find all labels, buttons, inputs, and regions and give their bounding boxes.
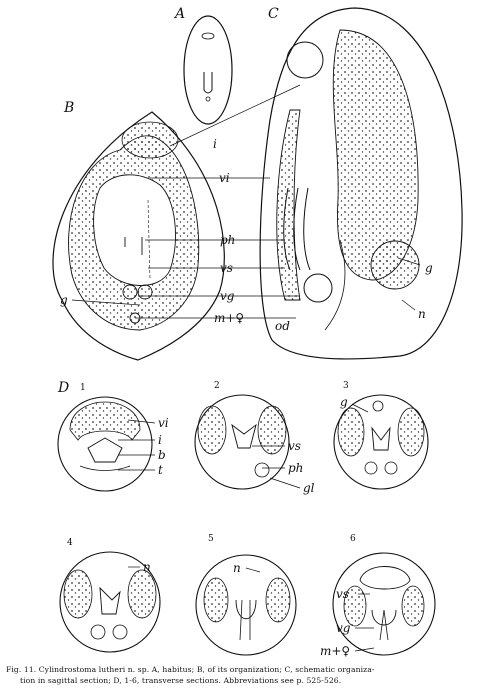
organization-drawing xyxy=(52,111,225,361)
label-sec1-t: t xyxy=(158,463,163,477)
sagittal-section-drawing xyxy=(259,7,463,360)
habitus-drawing xyxy=(183,15,233,125)
label-m-female: m+♀ xyxy=(214,311,244,325)
label-sec1-vi: vi xyxy=(158,416,169,430)
label-sec4-n: n xyxy=(143,560,151,574)
label-vg: vg xyxy=(220,289,235,303)
label-sec1-b: b xyxy=(158,448,166,462)
label-sec3-g: g xyxy=(340,395,348,409)
label-sec6-vg: vg xyxy=(336,621,351,635)
transverse-section-2 xyxy=(194,394,290,490)
label-vs: vs xyxy=(220,261,233,275)
label-sec2-vs: vs xyxy=(288,439,301,453)
label-sec6-vs: vs xyxy=(336,587,349,601)
section-number-1: 1 xyxy=(80,383,86,393)
transverse-section-1 xyxy=(57,396,153,492)
label-n: n xyxy=(418,307,426,321)
panel-label-d: D xyxy=(57,380,69,396)
transverse-section-4 xyxy=(59,551,161,653)
label-od: od xyxy=(275,319,290,333)
caption-line-2: tion in sagittal section; D, 1-6, transv… xyxy=(20,676,342,685)
label-g-b: g xyxy=(60,293,68,307)
section-number-3: 3 xyxy=(343,381,349,391)
caption-line-1: Fig. 11. Cylindrostoma lutheri n. sp. A,… xyxy=(6,665,375,674)
section-number-5: 5 xyxy=(208,534,214,544)
transverse-section-5 xyxy=(195,554,297,656)
label-sec2-gl: gl xyxy=(303,481,315,495)
label-ph: ph xyxy=(220,233,235,247)
section-number-4: 4 xyxy=(67,538,73,548)
label-sec1-i: i xyxy=(158,433,162,447)
lower-leader-lines xyxy=(118,403,375,652)
transverse-section-3 xyxy=(333,394,429,490)
panel-label-a: A xyxy=(173,6,185,22)
label-g-c: g xyxy=(425,261,433,275)
figure-caption: Fig. 11. Cylindrostoma lutheri n. sp. A,… xyxy=(6,664,484,686)
label-sec2-ph: ph xyxy=(288,461,303,475)
label-sec5-n: n xyxy=(233,561,241,575)
transverse-section-6 xyxy=(332,552,436,656)
label-i: i xyxy=(213,137,217,151)
label-vi: vi xyxy=(219,171,230,185)
label-sec6-m-female: m+♀ xyxy=(320,644,350,658)
section-number-6: 6 xyxy=(350,534,356,544)
panel-label-b: B xyxy=(63,100,74,116)
panel-label-c: C xyxy=(268,6,279,22)
section-number-2: 2 xyxy=(214,381,220,391)
upper-leader-lines xyxy=(71,84,421,319)
